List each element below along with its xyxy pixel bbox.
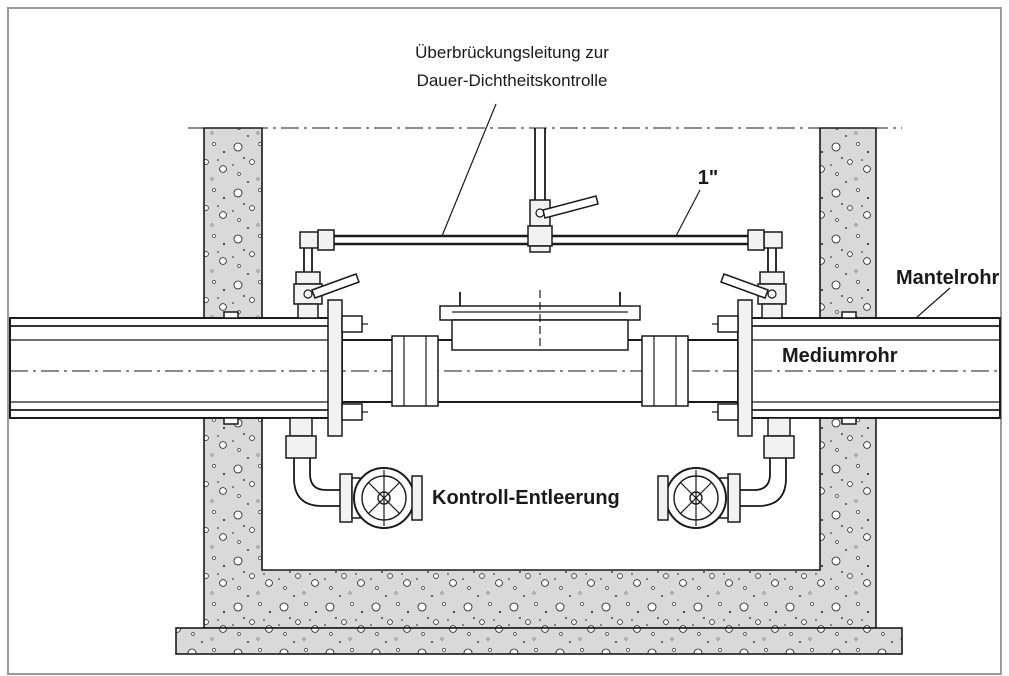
bypass-line [299,128,783,272]
leader-pipe-size [675,189,701,237]
pipe-size-label: 1" [698,167,719,189]
wall-seal-left [327,299,368,437]
ball-valve-right [720,271,787,319]
leader-casing [915,287,951,319]
leader-bypass [441,103,497,237]
drain-check-label: Kontroll-Entleerung [432,487,620,509]
casing-pipe-left [9,317,343,419]
gate-valve-right [657,467,729,529]
coupling-right [641,335,689,407]
foundation-slab [175,627,903,655]
casing-pipe-label: Mantelrohr [896,267,1000,289]
coupling-left [391,335,439,407]
drain-elbow-left [285,417,353,523]
inspection-cover [439,290,641,351]
gate-valve-left [351,467,423,529]
wall-bracket-marks [223,311,857,425]
ball-valve-left [293,271,360,319]
bypass-label-line1: Überbrückungsleitung zur [415,43,609,62]
casing-pipe-right [737,317,1001,419]
bypass-label-line2: Dauer-Dichtheitskontrolle [417,71,608,90]
drain-elbow-right [727,417,795,523]
wall-seal-right [712,299,753,437]
medium-pipe-label: Mediumrohr [782,345,898,367]
